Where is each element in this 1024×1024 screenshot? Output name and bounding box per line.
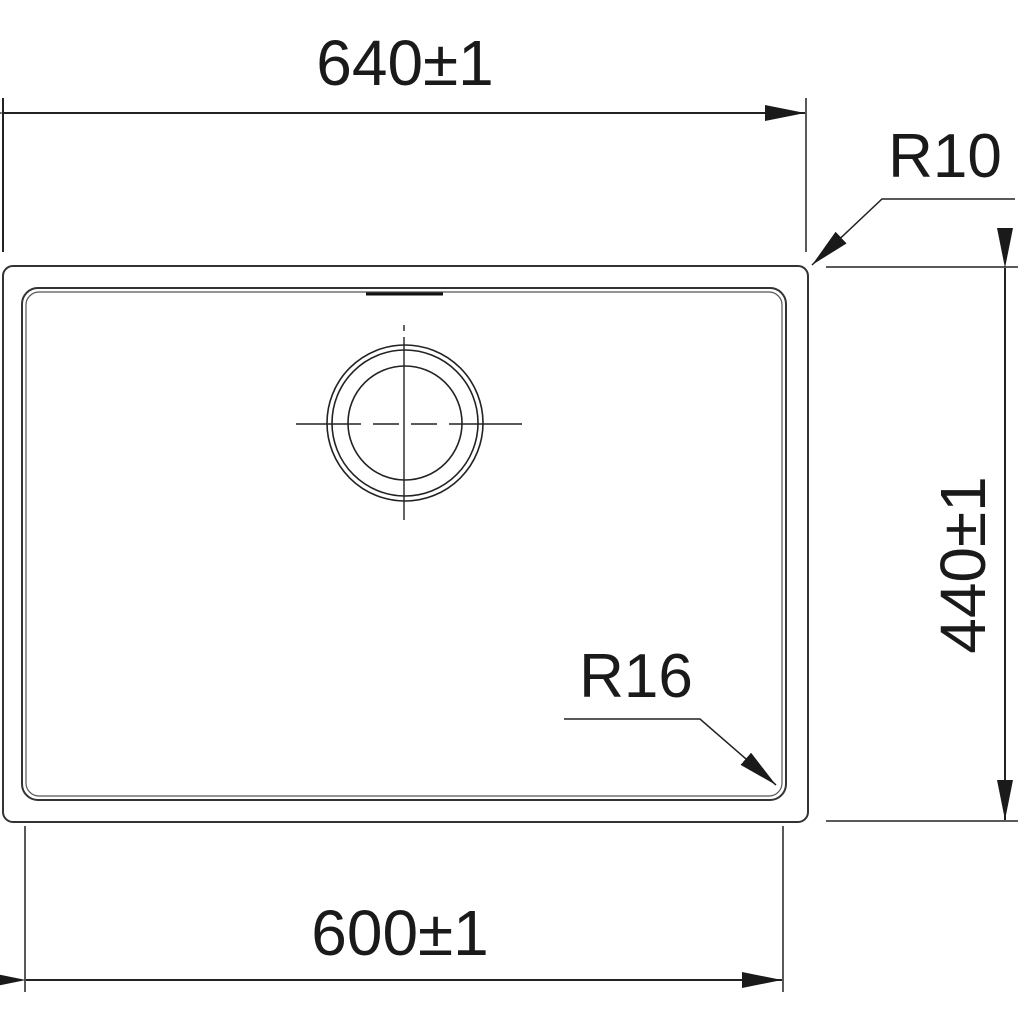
inner-width-dimension: 600±1	[0, 826, 784, 992]
width-label: 640±1	[316, 27, 494, 99]
depth-label: 440±1	[927, 476, 999, 654]
inner-bowl-outline	[21, 287, 787, 801]
outer-rim	[2, 265, 809, 823]
drain	[296, 325, 522, 520]
inner-width-label: 600±1	[311, 897, 489, 969]
inner-radius-label: R16	[579, 642, 693, 711]
depth-dimension: 440±1	[826, 228, 1018, 822]
outer-radius-callout: R10	[811, 122, 1015, 266]
outer-radius-label: R10	[888, 122, 1002, 191]
width-dimension: 640±1	[0, 27, 807, 252]
inner-bowl-inner-line	[25, 291, 783, 797]
inner-radius-callout: R16	[564, 642, 777, 786]
